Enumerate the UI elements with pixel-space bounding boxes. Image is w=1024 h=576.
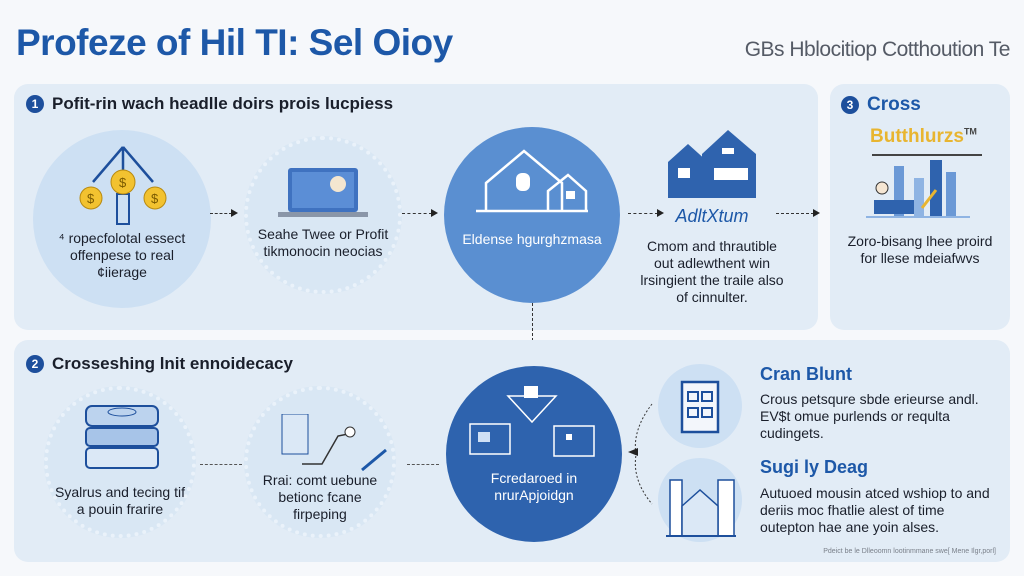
trademark: TM <box>963 126 977 137</box>
section-1-title: Pofit-rin wach headlle doirs prois lucpi… <box>52 94 394 113</box>
step-text: Eldense hgurghzmasa <box>462 231 602 247</box>
item-circle-1 <box>658 364 742 448</box>
svg-text:$: $ <box>119 175 127 190</box>
section-3-heading: 3 Cross <box>841 94 921 116</box>
flow-arrow <box>628 209 664 217</box>
step-text: Rrai: comt uebune betionc fcane firpepin… <box>262 472 378 522</box>
item-title: Sugi ly Deag <box>760 457 869 477</box>
step-circle-3: Eldense hgurghzmasa <box>444 127 620 303</box>
window-grid-icon <box>680 380 720 434</box>
section-3-text: Zoro-bisang lhee proird for llese mdeiaf… <box>847 233 993 266</box>
section-2-heading: 2 Crosseshing lnit ennoidecacy <box>26 354 293 374</box>
step-text: Fcredaroed in nrurApjoidgn <box>490 470 578 503</box>
laptop-icon <box>278 168 368 217</box>
flow-arrow <box>402 209 438 217</box>
svg-text:$: $ <box>87 191 95 206</box>
flow-connector <box>200 464 242 465</box>
item-circle-2 <box>658 458 742 542</box>
page-title: Profeze of Hil TI: Sel Oioy <box>16 22 453 63</box>
brand-name: ButthlurzsTM <box>870 126 977 148</box>
item-text: Autuoed mousin atced wshiop to and derii… <box>760 485 990 535</box>
network-icon <box>469 386 595 457</box>
step-circle-1: Syalrus and tecing tif a pouin frarire <box>44 386 196 538</box>
step-4-title: AdltXtum <box>675 206 749 226</box>
step-number-badge: 2 <box>26 355 44 373</box>
house-icon <box>476 149 588 213</box>
flow-arrow-down <box>532 303 533 351</box>
money-bags-scale-icon: $ $ $ <box>79 146 167 225</box>
step-circle-2: Rrai: comt uebune betionc fcane firpepin… <box>244 386 396 538</box>
step-text: Seahe Twee or Profit tikmonocin neocias <box>257 226 389 259</box>
section-3-title: Cross <box>867 94 921 115</box>
svg-text:$: $ <box>151 191 159 206</box>
step-circle-2: Seahe Twee or Profit tikmonocin neocias <box>244 136 402 294</box>
section-2-title: Crosseshing lnit ennoidecacy <box>52 354 293 373</box>
robot-arm-icon <box>281 414 387 472</box>
step-text: ⁴ ropecfolotal essect offenpese to real … <box>58 230 186 280</box>
business-chart-icon <box>866 160 970 218</box>
item-title: Cran Blunt <box>760 364 852 384</box>
flow-arrow <box>776 209 820 217</box>
step-text: Cmom and thrautible out adlewthent win l… <box>640 238 784 305</box>
section-1-heading: 1 Pofit-rin wach headlle doirs prois luc… <box>26 94 393 114</box>
brand-text: Butthlurzs <box>870 126 964 147</box>
flow-connector <box>407 464 439 465</box>
step-circle-3: Fcredaroed in nrurApjoidgn <box>446 366 622 542</box>
home-building-icon <box>668 130 756 198</box>
step-number-badge: 1 <box>26 95 44 113</box>
city-building-icon <box>666 479 736 537</box>
curved-flow-arrow <box>628 403 653 505</box>
flow-arrow <box>210 209 238 217</box>
divider <box>872 154 982 156</box>
footnote: Pdeict be le Dlleoomn lootinmmane swe[ M… <box>823 548 996 555</box>
page-subtitle: GBs Hblocitiop Cotthoution Te <box>744 38 1011 61</box>
step-circle-1: $ $ $ ⁴ ropecfolotal essect offenpese to r… <box>33 130 211 308</box>
item-text: Crous petsqure sbde erieurse andl. EV$t … <box>760 391 979 441</box>
step-text: Syalrus and tecing tif a pouin frarire <box>55 484 185 517</box>
step-number-badge: 3 <box>841 96 859 114</box>
server-stack-icon <box>85 405 159 469</box>
